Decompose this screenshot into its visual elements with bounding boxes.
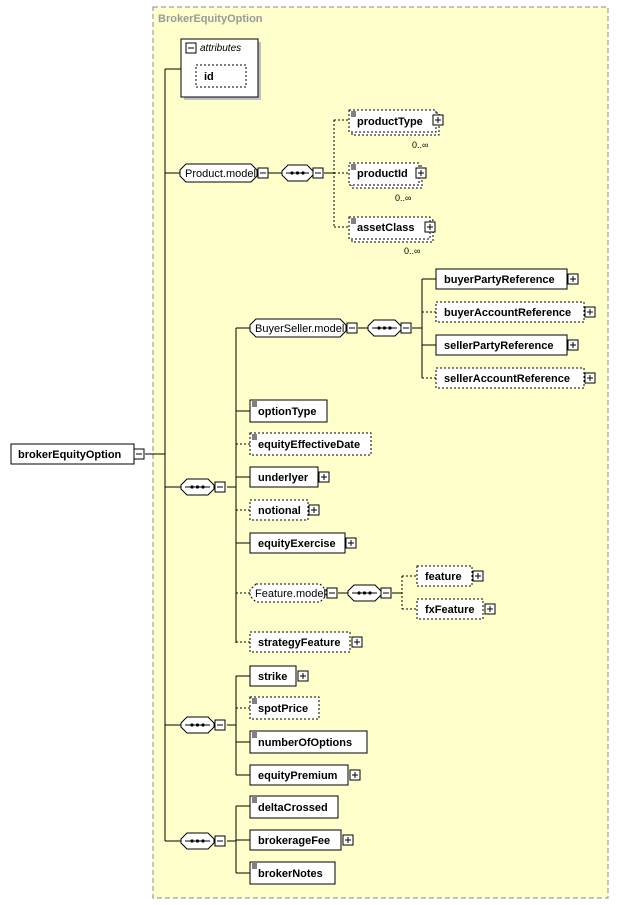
- element-equityExercise[interactable]: equityExercise: [249, 532, 346, 554]
- svg-text:sellerPartyReference: sellerPartyReference: [444, 340, 553, 352]
- element-sellerAccountReference[interactable]: sellerAccountReference: [435, 367, 585, 389]
- element-spotPrice[interactable]: spotPrice: [249, 696, 320, 720]
- attribute-id[interactable]: id: [195, 64, 247, 88]
- element-deltaCrossed[interactable]: deltaCrossed: [249, 795, 339, 819]
- svg-text:sellerAccountReference: sellerAccountReference: [444, 373, 570, 385]
- element-fxFeature[interactable]: fxFeature: [416, 598, 484, 620]
- element-feature[interactable]: feature: [416, 565, 473, 587]
- type-group-title: BrokerEquityOption: [158, 13, 263, 25]
- svg-text:equityEffectiveDate: equityEffectiveDate: [258, 439, 360, 451]
- sequence-compositor: [367, 319, 402, 337]
- element-productId[interactable]: productId: [348, 162, 423, 189]
- connector-lines: [145, 68, 436, 874]
- element-buyerAccountReference[interactable]: buyerAccountReference: [435, 301, 585, 323]
- sequence-compositor: [180, 716, 215, 734]
- type-group-box: [152, 6, 609, 899]
- svg-text:spotPrice: spotPrice: [258, 703, 308, 715]
- expand-icon[interactable]: [472, 570, 484, 582]
- element-notional[interactable]: notional: [249, 499, 309, 521]
- svg-text:equityExercise: equityExercise: [258, 538, 336, 550]
- buyerseller-model-group[interactable]: BuyerSeller.model: [249, 318, 347, 338]
- sequence-compositor: [281, 164, 314, 182]
- collapse-icon[interactable]: [133, 448, 145, 460]
- sequence-compositor: [180, 478, 215, 496]
- collapse-icon[interactable]: [185, 42, 197, 54]
- svg-text:optionType: optionType: [258, 406, 316, 418]
- occurrence-label: 0..∞: [412, 140, 428, 150]
- collapse-icon[interactable]: [326, 587, 338, 599]
- svg-text:notional: notional: [258, 505, 301, 517]
- svg-text:numberOfOptions: numberOfOptions: [258, 737, 352, 749]
- product-model-group[interactable]: Product.model: [179, 163, 258, 183]
- svg-text:productId: productId: [357, 168, 408, 180]
- svg-text:Feature.model: Feature.model: [255, 588, 326, 600]
- expand-icon[interactable]: [484, 603, 496, 615]
- element-numberOfOptions[interactable]: numberOfOptions: [249, 730, 368, 754]
- element-underlyer[interactable]: underlyer: [249, 466, 319, 488]
- expand-icon[interactable]: [584, 372, 596, 384]
- svg-text:underlyer: underlyer: [258, 472, 309, 484]
- element-brokerNotes[interactable]: brokerNotes: [249, 861, 336, 885]
- collapse-icon[interactable]: [214, 835, 226, 847]
- expand-icon[interactable]: [318, 471, 330, 483]
- expand-icon[interactable]: [351, 636, 363, 648]
- svg-text:fxFeature: fxFeature: [425, 604, 475, 616]
- svg-text:strategyFeature: strategyFeature: [258, 637, 341, 649]
- expand-icon[interactable]: [349, 769, 361, 781]
- expand-icon[interactable]: [567, 339, 579, 351]
- element-equityEffectiveDate[interactable]: equityEffectiveDate: [249, 432, 372, 456]
- svg-text:buyerPartyReference: buyerPartyReference: [444, 274, 555, 286]
- expand-icon[interactable]: [567, 273, 579, 285]
- element-assetClass[interactable]: assetClass: [348, 216, 434, 243]
- collapse-icon[interactable]: [214, 481, 226, 493]
- svg-text:assetClass: assetClass: [357, 222, 415, 234]
- svg-text:deltaCrossed: deltaCrossed: [258, 802, 328, 814]
- svg-text:productType: productType: [357, 116, 423, 128]
- expand-icon[interactable]: [345, 537, 357, 549]
- svg-text:brokerNotes: brokerNotes: [258, 868, 323, 880]
- root-element[interactable]: brokerEquityOption: [10, 443, 135, 465]
- collapse-icon[interactable]: [346, 322, 358, 334]
- occurrence-label: 0..∞: [404, 246, 420, 256]
- element-equityPremium[interactable]: equityPremium: [249, 764, 349, 786]
- attributes-label: attributes: [200, 43, 241, 54]
- element-buyerPartyReference[interactable]: buyerPartyReference: [435, 268, 568, 290]
- collapse-icon[interactable]: [312, 167, 324, 179]
- collapse-icon[interactable]: [400, 322, 412, 334]
- collapse-icon[interactable]: [257, 167, 269, 179]
- expand-icon[interactable]: [584, 306, 596, 318]
- svg-text:strike: strike: [258, 671, 287, 683]
- svg-text:BuyerSeller.model: BuyerSeller.model: [255, 323, 344, 335]
- expand-icon[interactable]: [424, 221, 436, 233]
- element-strike[interactable]: strike: [249, 665, 297, 687]
- expand-icon[interactable]: [308, 504, 320, 516]
- svg-text:brokerageFee: brokerageFee: [258, 835, 330, 847]
- expand-icon[interactable]: [297, 670, 309, 682]
- collapse-icon[interactable]: [380, 587, 392, 599]
- element-brokerageFee[interactable]: brokerageFee: [249, 829, 342, 851]
- sequence-compositor: [347, 584, 382, 602]
- feature-model-group[interactable]: Feature.model: [249, 583, 327, 603]
- element-strategyFeature[interactable]: strategyFeature: [249, 631, 351, 653]
- sequence-compositor: [180, 832, 215, 850]
- collapse-icon[interactable]: [214, 719, 226, 731]
- occurrence-label: 0..∞: [395, 193, 411, 203]
- element-sellerPartyReference[interactable]: sellerPartyReference: [435, 334, 568, 356]
- svg-text:Product.model: Product.model: [185, 168, 256, 180]
- expand-icon[interactable]: [432, 114, 444, 126]
- svg-text:equityPremium: equityPremium: [258, 770, 338, 782]
- svg-text:buyerAccountReference: buyerAccountReference: [444, 307, 571, 319]
- element-optionType[interactable]: optionType: [249, 399, 328, 423]
- svg-text:brokerEquityOption: brokerEquityOption: [18, 449, 122, 461]
- element-productType[interactable]: productType: [348, 109, 440, 136]
- expand-icon[interactable]: [342, 834, 354, 846]
- svg-text:id: id: [204, 71, 214, 83]
- svg-text:feature: feature: [425, 571, 462, 583]
- expand-icon[interactable]: [415, 167, 427, 179]
